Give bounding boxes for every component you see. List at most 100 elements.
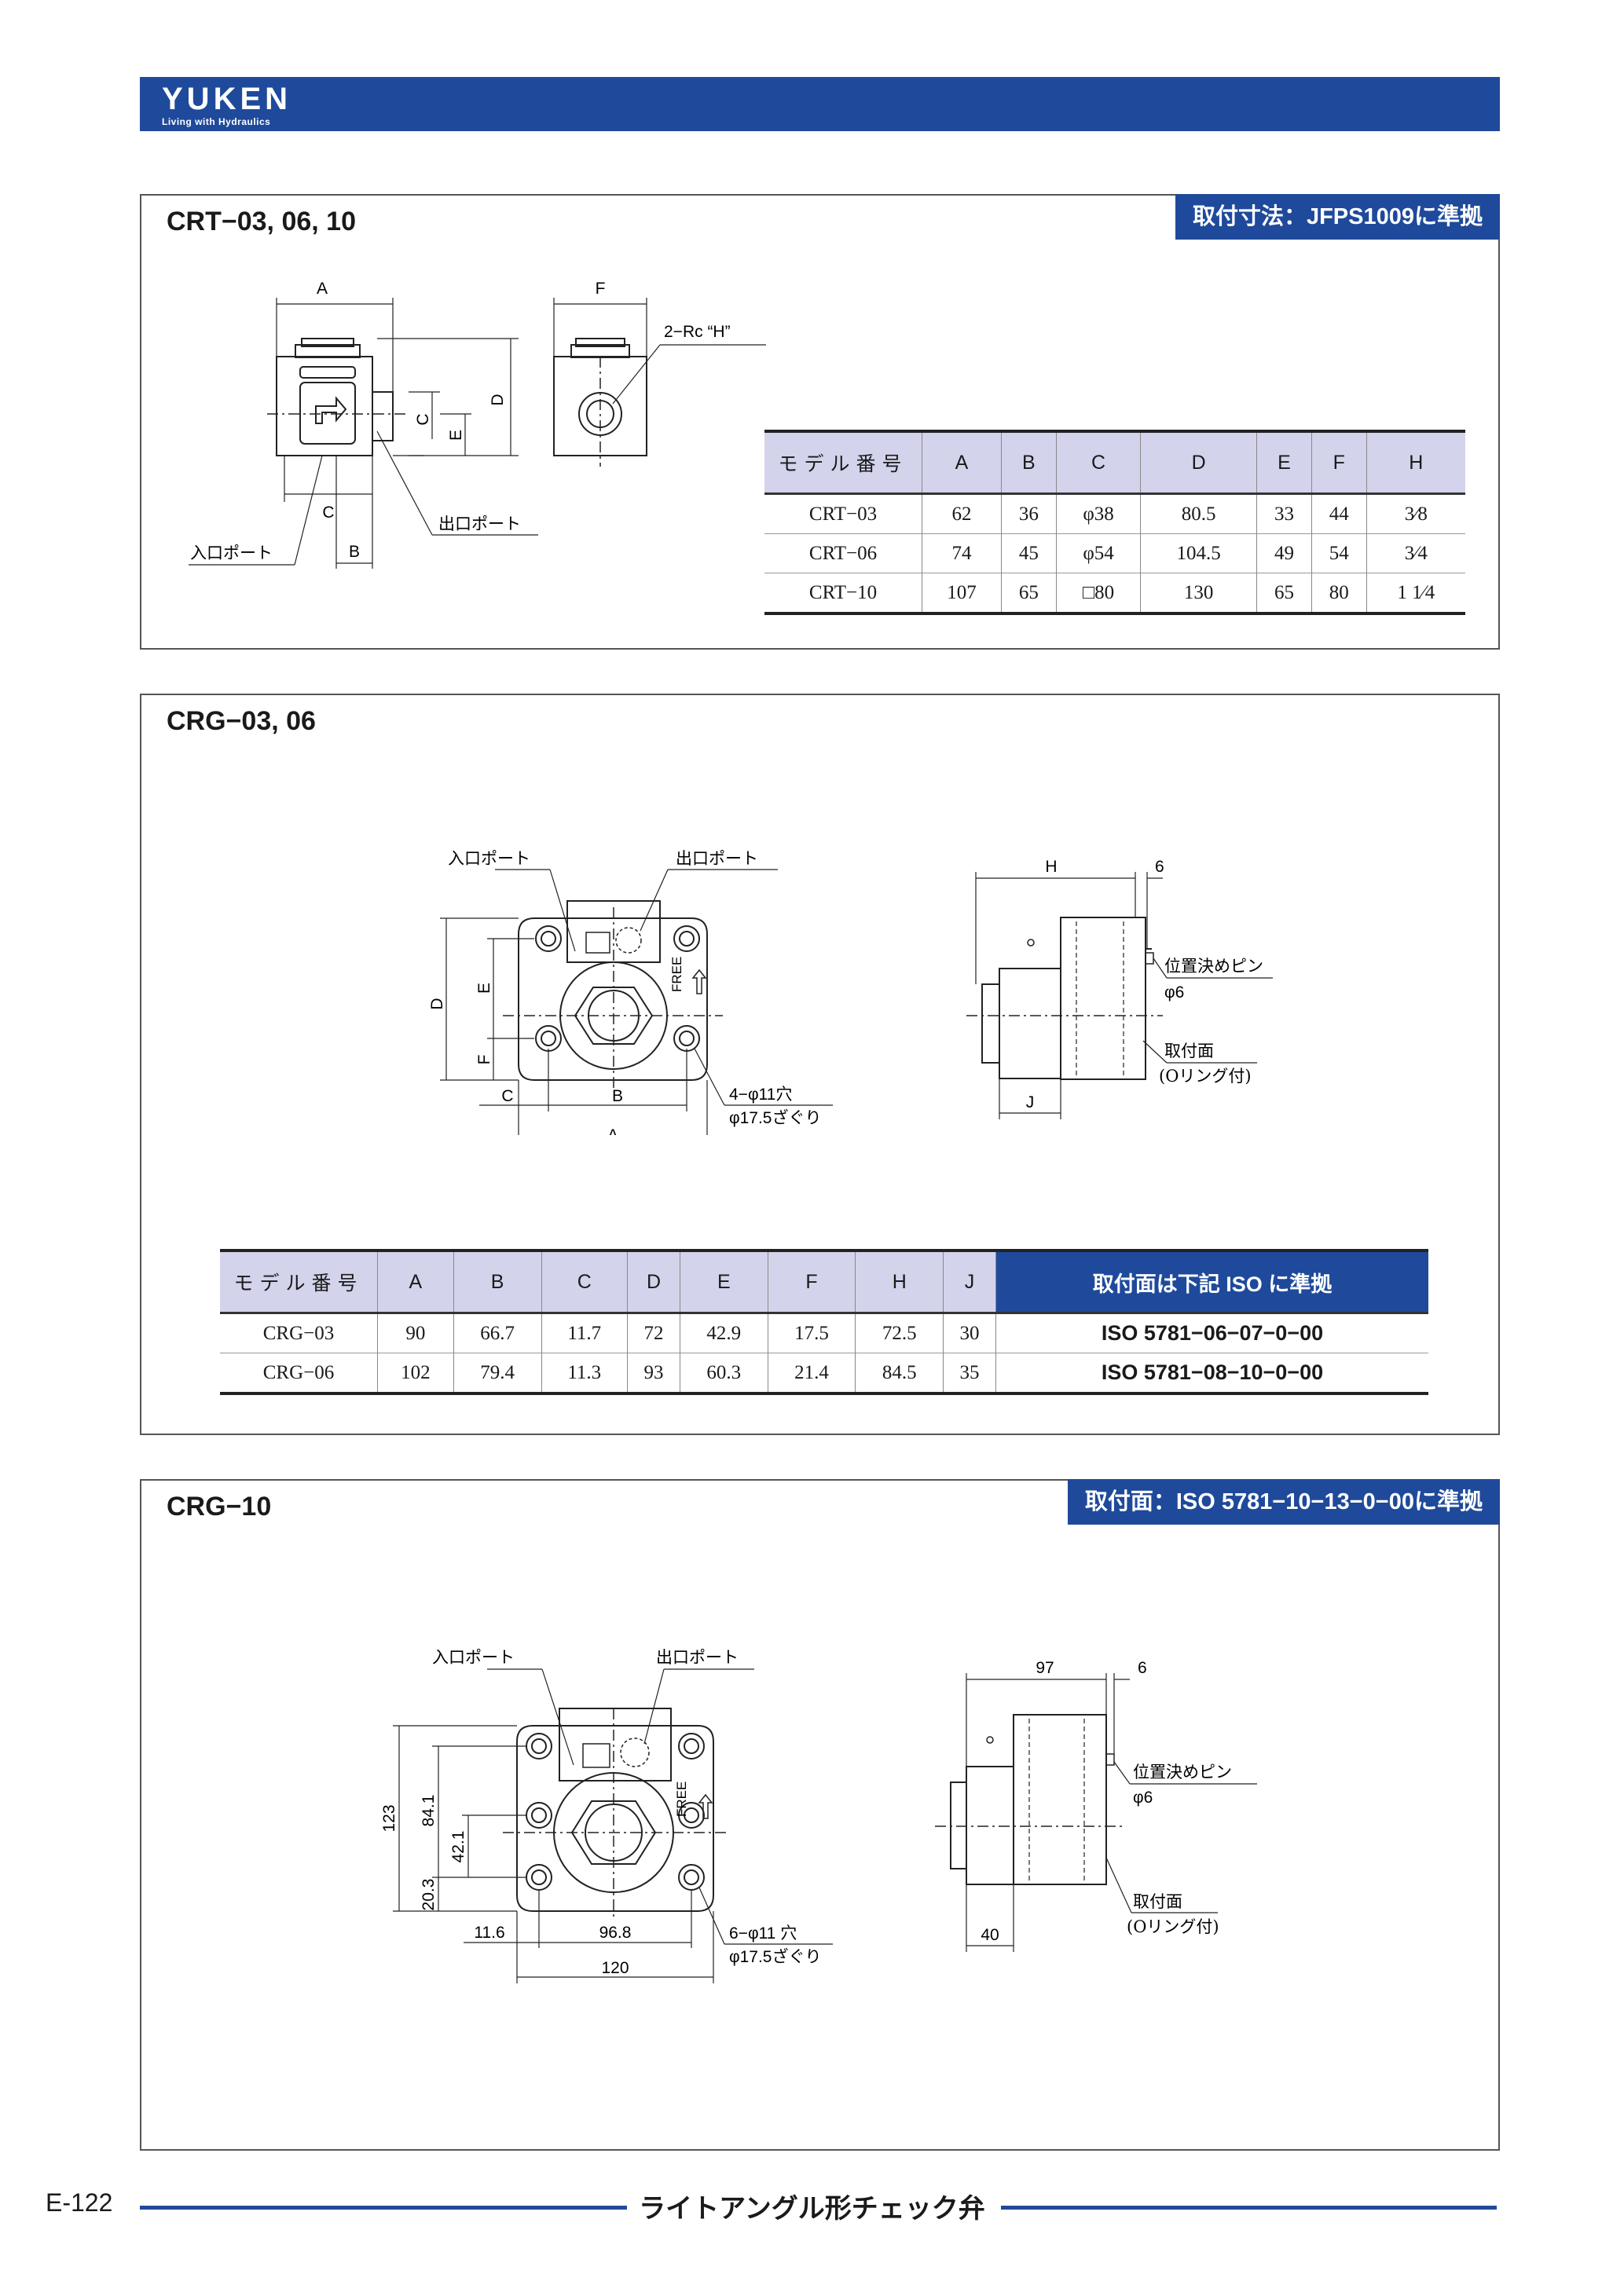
crg0306-col-f: F	[767, 1251, 856, 1313]
crg10-dim-97: 97	[1036, 1659, 1054, 1677]
cell: ISO 5781−08−10−0−00	[995, 1353, 1428, 1393]
crg0306-dim-b: B	[612, 1087, 623, 1105]
crg10-dim-6: 6	[1138, 1659, 1147, 1677]
cell: 35	[943, 1353, 996, 1393]
crg10-dim-123: 123	[380, 1804, 398, 1832]
footer-rule-left	[140, 2206, 627, 2210]
cell: 42.9	[679, 1313, 768, 1353]
crt-col-f: F	[1311, 431, 1367, 494]
cell: 30	[943, 1313, 996, 1353]
crg0306-inlet-label: 入口ポート	[448, 849, 530, 868]
cell: 11.7	[541, 1313, 628, 1353]
crg10-oring-label: (Oリング付)	[1127, 1917, 1219, 1936]
cell: 3⁄4	[1366, 533, 1465, 573]
cell: CRT−06	[764, 533, 922, 573]
cell: φ38	[1055, 493, 1141, 534]
brand-tagline: Living with Hydraulics	[162, 116, 271, 127]
cell: 102	[377, 1353, 454, 1393]
table-row: CRG−06 102 79.4 11.3 93 60.3 21.4 84.5 3…	[220, 1353, 1428, 1393]
crg10-dim-120: 120	[601, 1959, 629, 1977]
cell: 3⁄8	[1366, 493, 1465, 534]
cell: 33	[1256, 493, 1312, 534]
cell: 45	[1000, 533, 1057, 573]
crt-title: CRT−03, 06, 10	[167, 207, 356, 236]
crt-col-b: B	[1000, 431, 1057, 494]
crt-dim-f: F	[596, 280, 606, 298]
crg0306-col-iso: 取付面は下記 ISO に準拠	[995, 1251, 1428, 1313]
crg0306-dim-j: J	[1026, 1093, 1035, 1111]
crt-dim-b: B	[349, 543, 360, 561]
crt-mount-badge: 取付寸法：JFPS1009に準拠	[1175, 194, 1500, 240]
crg10-outlet-label: 出口ポート	[656, 1648, 739, 1667]
crg0306-dim-f: F	[475, 1055, 493, 1065]
crg10-holes-label: 6−φ11 穴	[729, 1924, 797, 1943]
crg10-mount-badge: 取付面：ISO 5781−10−13−0−00に準拠	[1067, 1479, 1500, 1525]
crt-spec-table: モデル番号 A B C D E F H CRT−03 62 36 φ38 80.…	[764, 430, 1465, 615]
crg0306-title: CRG−03, 06	[167, 706, 316, 736]
crt-outlet-label: 出口ポート	[438, 514, 521, 533]
crt-panel: CRT−03, 06, 10 取付寸法：JFPS1009に準拠	[140, 194, 1500, 650]
cell: CRG−06	[220, 1353, 378, 1393]
cell: 72.5	[855, 1313, 944, 1353]
cell: 62	[922, 493, 1002, 534]
crt-dim-c-horiz: C	[322, 504, 334, 522]
crt-col-a: A	[922, 431, 1002, 494]
header-bar: YUKEN Living with Hydraulics	[140, 77, 1500, 131]
crg0306-panel: CRG−03, 06	[140, 694, 1500, 1435]
crg0306-holes-label: 4−φ11穴	[729, 1086, 792, 1104]
cell: 74	[922, 533, 1002, 573]
cell: 1 1⁄4	[1366, 573, 1465, 613]
crg10-pin-label: 位置決めピン	[1133, 1763, 1232, 1782]
cell: 60.3	[679, 1353, 768, 1393]
page-number: E-122	[46, 2188, 113, 2217]
crt-drawing: A C D E C B F 2−Rc “H” 入口ポート 出口ポート	[189, 280, 766, 569]
cell: 49	[1256, 533, 1312, 573]
crg10-panel: CRG−10 取付面：ISO 5781−10−13−0−00に準拠	[140, 1479, 1500, 2151]
crg0306-dim-6: 6	[1155, 858, 1164, 876]
crg10-dim-96: 96.8	[599, 1924, 632, 1942]
table-row: CRG−03 90 66.7 11.7 72 42.9 17.5 72.5 30…	[220, 1313, 1428, 1353]
cell: 80.5	[1140, 493, 1257, 534]
crt-col-c: C	[1055, 431, 1141, 494]
table-row: CRT−10 107 65 □80 130 65 80 1 1⁄4	[764, 573, 1465, 613]
crg10-counterbore-label: φ17.5ざぐり	[729, 1947, 822, 1966]
cell: φ54	[1055, 533, 1141, 573]
crg10-dim-42: 42.1	[449, 1831, 467, 1863]
crg10-dim-40: 40	[981, 1926, 999, 1944]
cell: 80	[1311, 573, 1367, 613]
cell: 130	[1140, 573, 1257, 613]
crg0306-mount-label: 取付面	[1164, 1042, 1214, 1060]
crt-col-e: E	[1256, 431, 1312, 494]
footer-rule-right	[1001, 2206, 1497, 2210]
crt-rc-label: 2−Rc “H”	[664, 323, 731, 341]
crt-col-d: D	[1140, 431, 1257, 494]
cell: 36	[1000, 493, 1057, 534]
crt-dim-a: A	[317, 280, 328, 298]
crg10-drawing: 入口ポート 出口ポート 123 84.1 42.1 20.3 11.6 96.8…	[380, 1648, 1257, 1983]
crg0306-outlet-label: 出口ポート	[676, 849, 758, 868]
crg10-mount-label: 取付面	[1133, 1892, 1182, 1911]
crg0306-col-h: H	[855, 1251, 944, 1313]
cell: 21.4	[767, 1353, 856, 1393]
crg0306-col-a: A	[377, 1251, 454, 1313]
crg0306-counterbore-label: φ17.5ざぐり	[729, 1108, 822, 1127]
crg0306-dim-c: C	[501, 1087, 513, 1105]
table-row: CRT−03 62 36 φ38 80.5 33 44 3⁄8	[764, 493, 1465, 534]
crg0306-col-model: モデル番号	[220, 1251, 378, 1313]
crg10-dim-20: 20.3	[420, 1879, 438, 1911]
cell: CRT−10	[764, 573, 922, 613]
crg0306-dim-a: A	[607, 1126, 618, 1135]
cell: 84.5	[855, 1353, 944, 1393]
crg0306-col-e: E	[679, 1251, 768, 1313]
crg0306-spec-table: モデル番号 A B C D E F H J 取付面は下記 ISO に準拠 CRG…	[220, 1249, 1428, 1395]
cell: ISO 5781−06−07−0−00	[995, 1313, 1428, 1353]
crt-col-model: モデル番号	[764, 431, 922, 494]
cell: 93	[627, 1353, 680, 1393]
crg0306-col-b: B	[453, 1251, 541, 1313]
cell: 11.3	[541, 1353, 628, 1393]
crg0306-dim-e: E	[475, 983, 493, 994]
cell: 54	[1311, 533, 1367, 573]
crg0306-pin-label: 位置決めピン	[1164, 957, 1263, 976]
cell: □80	[1055, 573, 1141, 613]
footer-title: ライトアングル形チェック弁	[639, 2194, 985, 2224]
